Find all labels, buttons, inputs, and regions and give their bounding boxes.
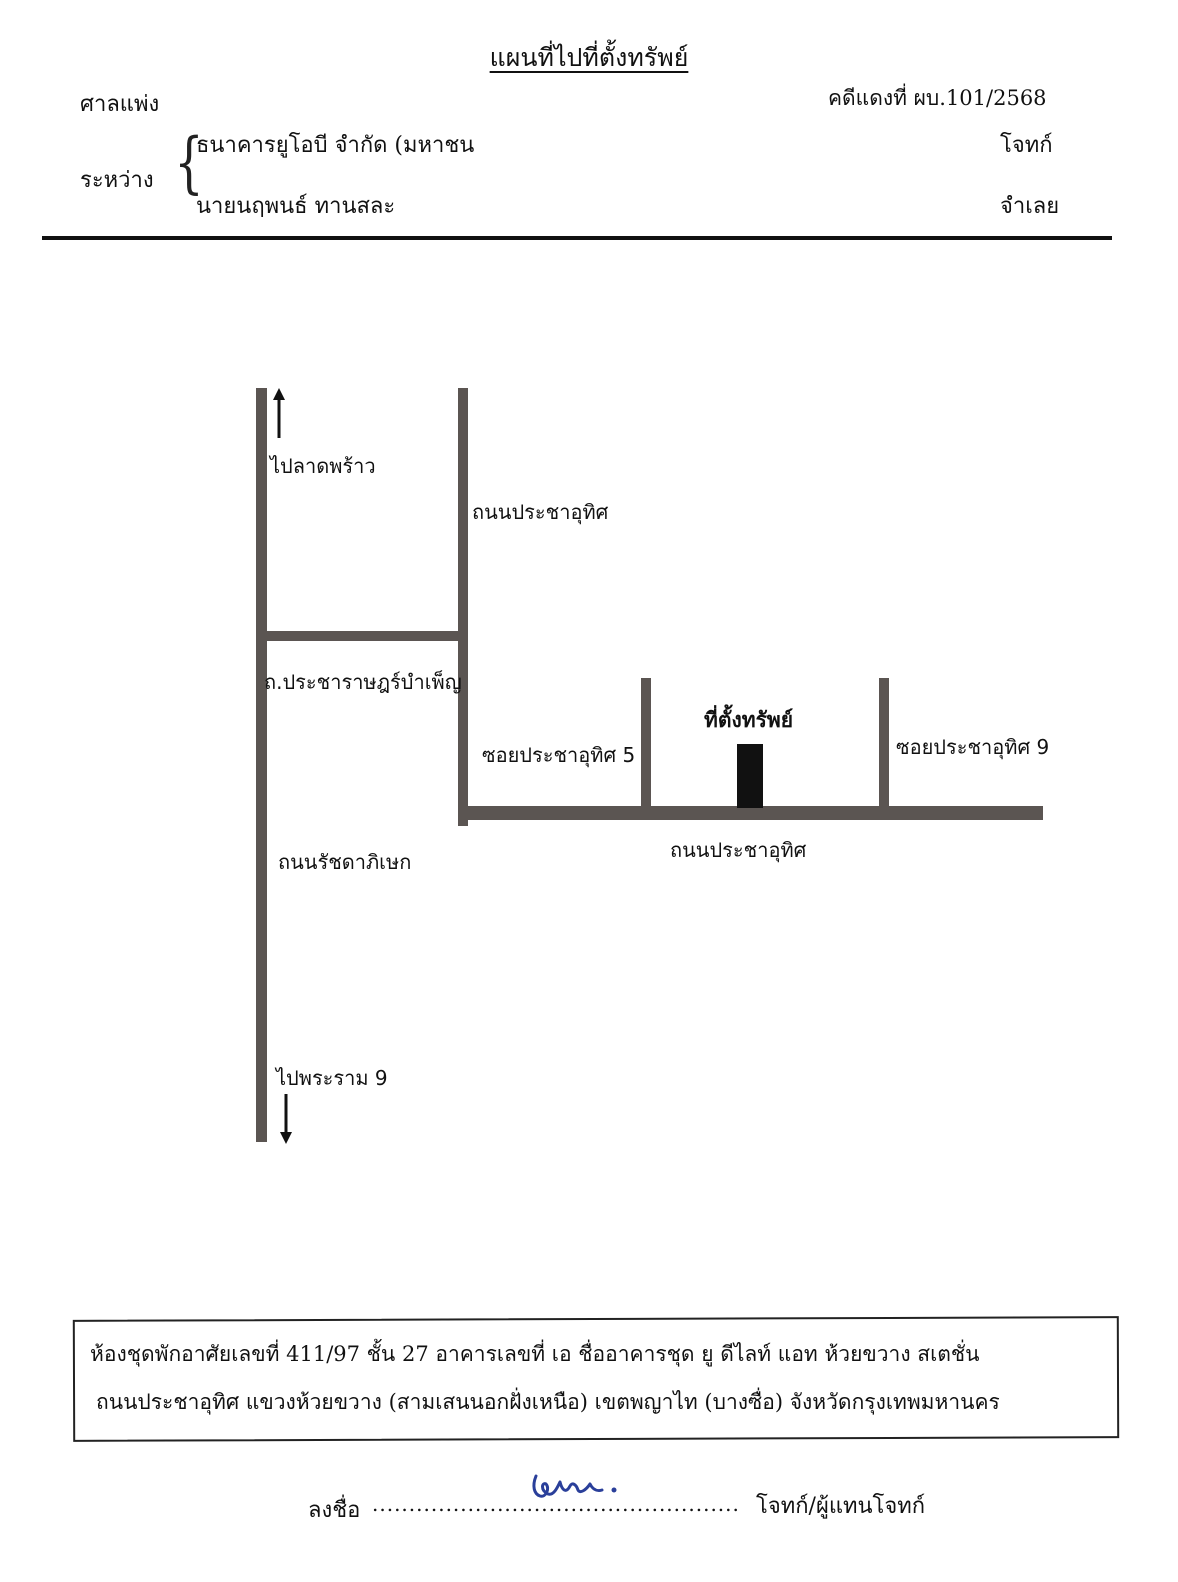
handwritten-signature <box>532 1474 617 1498</box>
address-box <box>72 1316 1120 1442</box>
court-name: ศาลแพ่ง <box>80 92 160 117</box>
document-title: แผนที่ไปที่ตั้งทรัพย์ <box>489 43 689 72</box>
plaintiff-name: ธนาคารยูโอบี จำกัด (มหาชน <box>196 133 475 158</box>
label-soi-pracha-uthit-9: ซอยประชาอุทิศ 9 <box>896 735 1050 759</box>
label-to-lat-phrao: ไปลาดพร้าว <box>270 454 376 478</box>
road-pracha-rat-bamphen-line <box>262 631 462 641</box>
label-road-pracha-rat-bamphen: ถ.ประชาราษฎร์บำเพ็ญ <box>264 670 462 694</box>
header-divider <box>42 236 1112 240</box>
signature-dotted-line: ........................................… <box>372 1492 740 1516</box>
label-road-pracha-uthit-vertical: ถนนประชาอุทิศ <box>472 500 609 524</box>
soi-pracha-uthit-9-line <box>879 678 889 812</box>
arrow-up-icon <box>273 388 285 438</box>
label-road-pracha-uthit-horizontal: ถนนประชาอุทิศ <box>670 838 807 862</box>
signature-role: โจทก์/ผู้แทนโจทก์ <box>756 1494 926 1519</box>
road-ratchadaphisek-line <box>256 388 267 1142</box>
arrow-down-icon <box>280 1094 292 1144</box>
between-label: ระหว่าง <box>80 168 154 193</box>
label-property-location: ที่ตั้งทรัพย์ <box>704 708 794 732</box>
defendant-role: จำเลย <box>1000 194 1060 219</box>
address-line-2: ถนนประชาอุทิศ แขวงห้วยขวาง (สามเสนนอกฝั่… <box>96 1390 1000 1414</box>
party-brace: { <box>174 124 204 201</box>
label-road-ratchadaphisek: ถนนรัชดาภิเษก <box>278 850 412 874</box>
defendant-name: นายนฤพนธ์ ทานสละ <box>196 194 396 219</box>
label-soi-pracha-uthit-5: ซอยประชาอุทิศ 5 <box>482 743 636 767</box>
case-number: คดีแดงที่ ผบ.101/2568 <box>828 86 1047 110</box>
road-pracha-uthit-horizontal-line <box>463 806 1043 820</box>
label-to-rama-9: ไปพระราม 9 <box>276 1066 388 1090</box>
signature-label: ลงชื่อ <box>308 1498 361 1523</box>
address-line-1: ห้องชุดพักอาศัยเลขที่ 411/97 ชั้น 27 อาค… <box>90 1342 980 1366</box>
soi-pracha-uthit-5-line <box>641 678 651 812</box>
road-pracha-uthit-vertical-line <box>458 388 468 826</box>
plaintiff-role: โจทก์ <box>1000 133 1053 158</box>
property-marker <box>737 744 763 808</box>
